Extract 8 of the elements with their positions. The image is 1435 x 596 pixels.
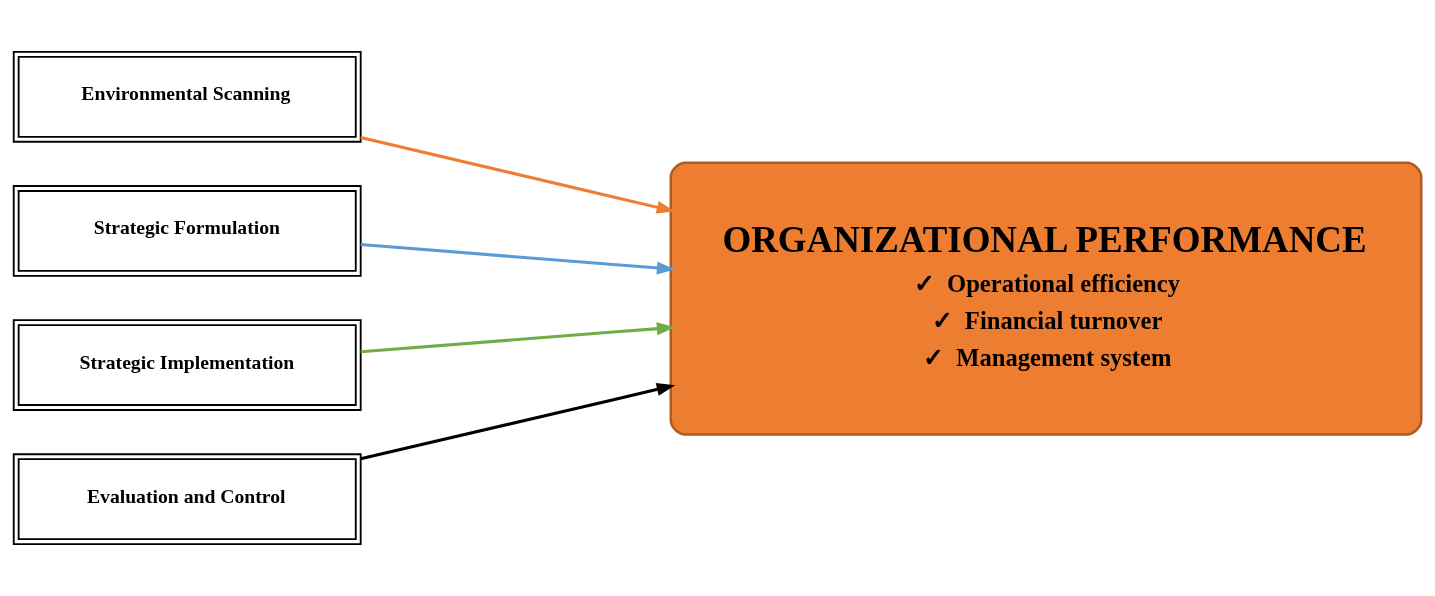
arrow bbox=[360, 322, 676, 354]
node-box: Strategic Implementation bbox=[12, 319, 362, 411]
node-box: ORGANIZATIONAL PERFORMANCE ✓ Operational efficiency ✓ Financial turnover ✓ Management system bbox=[669, 161, 1423, 436]
arrow bbox=[360, 243, 676, 275]
node-box: Evaluation and Control bbox=[12, 453, 362, 545]
arrow bbox=[360, 383, 676, 461]
node-box: Strategic Formulation bbox=[12, 185, 362, 277]
node-box: Environmental Scanning bbox=[12, 51, 362, 143]
